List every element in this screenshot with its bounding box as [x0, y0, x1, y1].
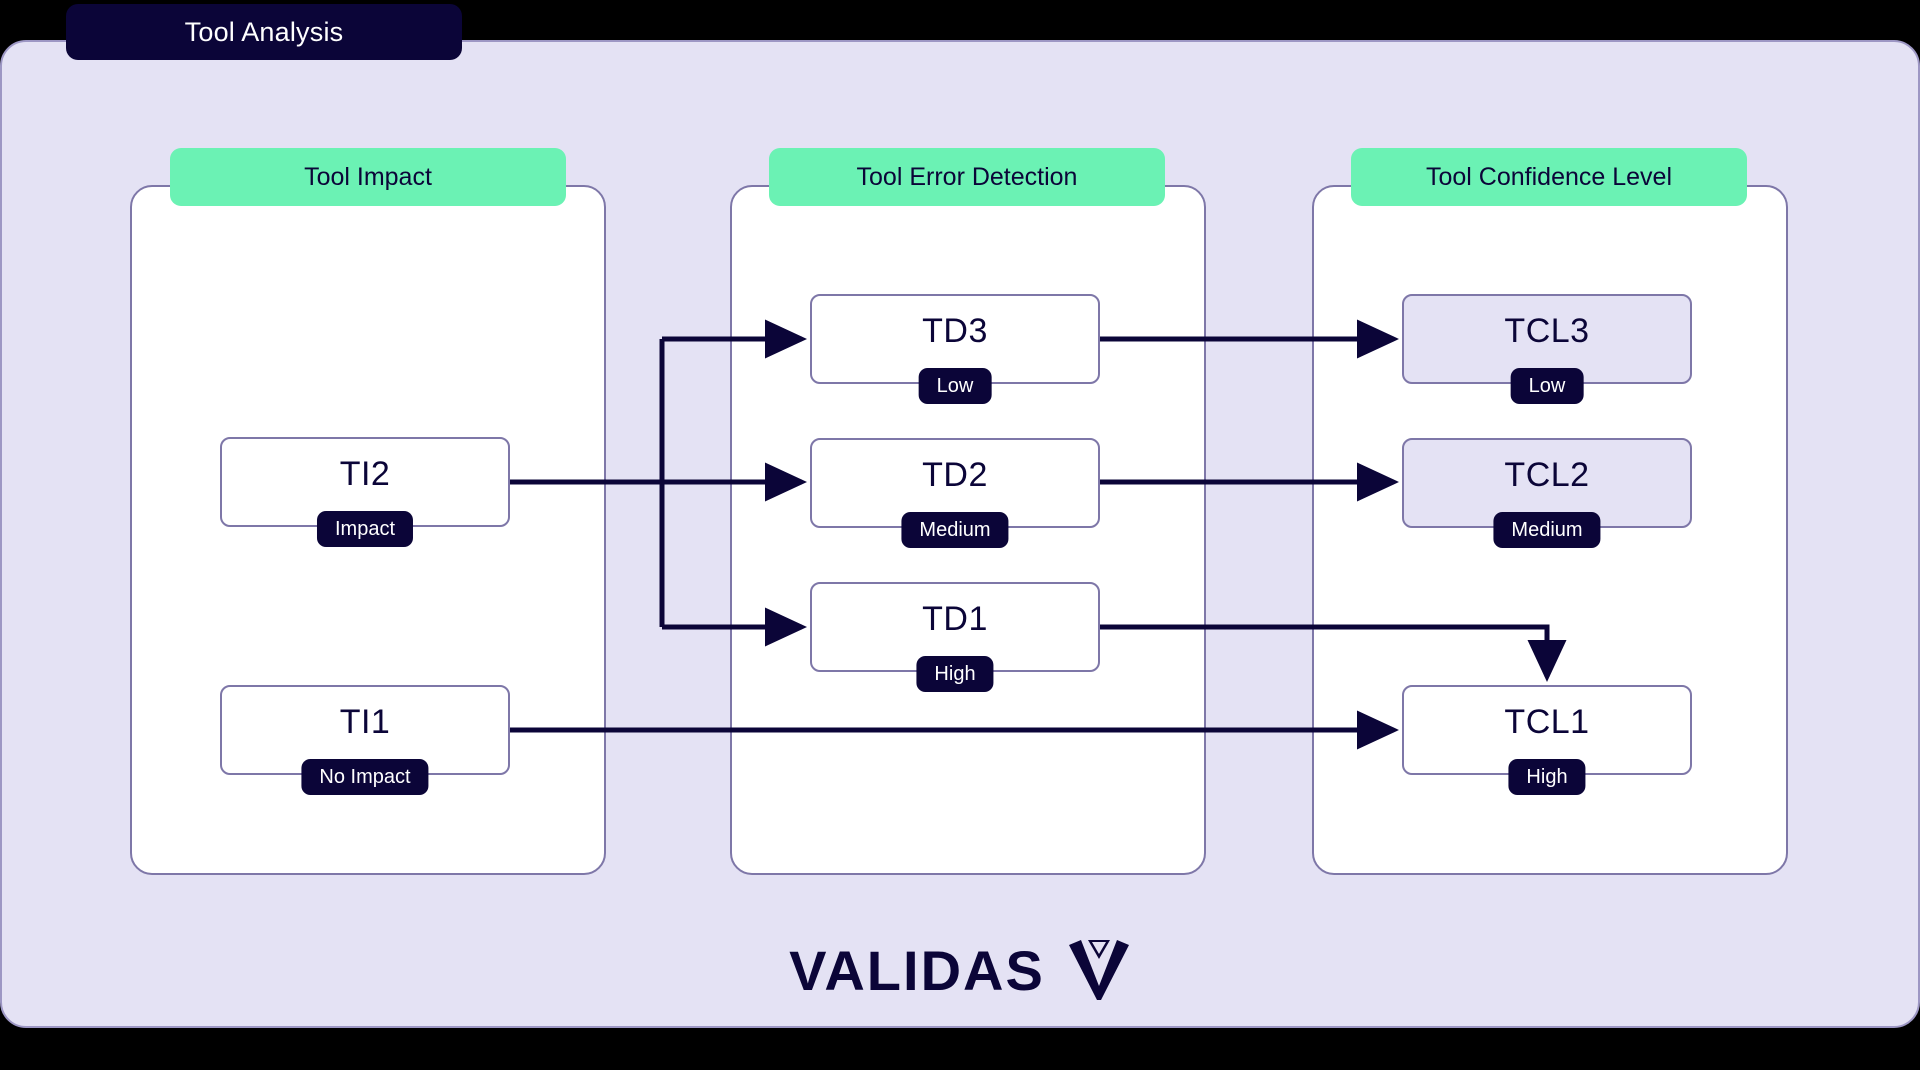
node-label: TD3 — [922, 312, 988, 350]
edge-td1-tcl1 — [1100, 624, 1567, 682]
brand-wordmark: VALIDAS — [789, 938, 1045, 1002]
node-badge: Low — [1510, 368, 1584, 404]
node-badge-label: No Impact — [319, 765, 411, 788]
diagram-canvas: Tool Impact Tool Error Detection Tool Co… — [0, 40, 1920, 1028]
node-label: TCL3 — [1504, 312, 1590, 350]
node-badge: Medium — [1493, 512, 1601, 548]
node-badge-label: Low — [936, 374, 974, 397]
column-header-label: Tool Confidence Level — [1426, 162, 1672, 191]
validas-v-icon — [1068, 940, 1129, 1000]
column-header-label: Tool Error Detection — [856, 162, 1078, 191]
brand-logo: VALIDAS — [2, 930, 1918, 1010]
node-label: TI2 — [339, 455, 391, 493]
node-badge-label: Medium — [1511, 518, 1583, 541]
node-badge-label: Medium — [919, 518, 991, 541]
node-td3[interactable]: TD3 Low — [810, 294, 1100, 404]
column-header-tool-impact: Tool Impact — [170, 148, 566, 206]
node-label: TD2 — [922, 456, 988, 494]
node-badge: High — [1508, 759, 1586, 795]
node-ti2[interactable]: TI2 Impact — [220, 437, 510, 547]
connector-layer — [510, 319, 1567, 750]
node-badge-label: Impact — [334, 517, 396, 540]
page-title: Tool Analysis — [184, 16, 344, 47]
node-label: TI1 — [339, 703, 391, 741]
column-header-tool-error-detection: Tool Error Detection — [769, 148, 1165, 206]
column-header-label: Tool Impact — [304, 162, 432, 191]
node-tcl2[interactable]: TCL2 Medium — [1402, 438, 1692, 548]
node-td1[interactable]: TD1 High — [810, 582, 1100, 692]
node-badge: No Impact — [301, 759, 429, 795]
node-badge: Impact — [316, 511, 414, 547]
node-td2[interactable]: TD2 Medium — [810, 438, 1100, 548]
node-badge: Low — [918, 368, 992, 404]
column-header-tool-confidence-level: Tool Confidence Level — [1351, 148, 1747, 206]
node-label: TCL1 — [1504, 703, 1590, 741]
node-label: TCL2 — [1504, 456, 1590, 494]
node-badge-label: High — [1526, 765, 1568, 788]
node-tcl1[interactable]: TCL1 High — [1402, 685, 1692, 795]
page-title-tab: Tool Analysis — [66, 4, 462, 60]
node-label: TD1 — [922, 600, 988, 638]
node-ti1[interactable]: TI1 No Impact — [220, 685, 510, 795]
node-tcl3[interactable]: TCL3 Low — [1402, 294, 1692, 404]
node-badge: Medium — [901, 512, 1009, 548]
node-badge-label: High — [934, 662, 976, 685]
node-badge-label: Low — [1528, 374, 1566, 397]
node-badge: High — [916, 656, 994, 692]
